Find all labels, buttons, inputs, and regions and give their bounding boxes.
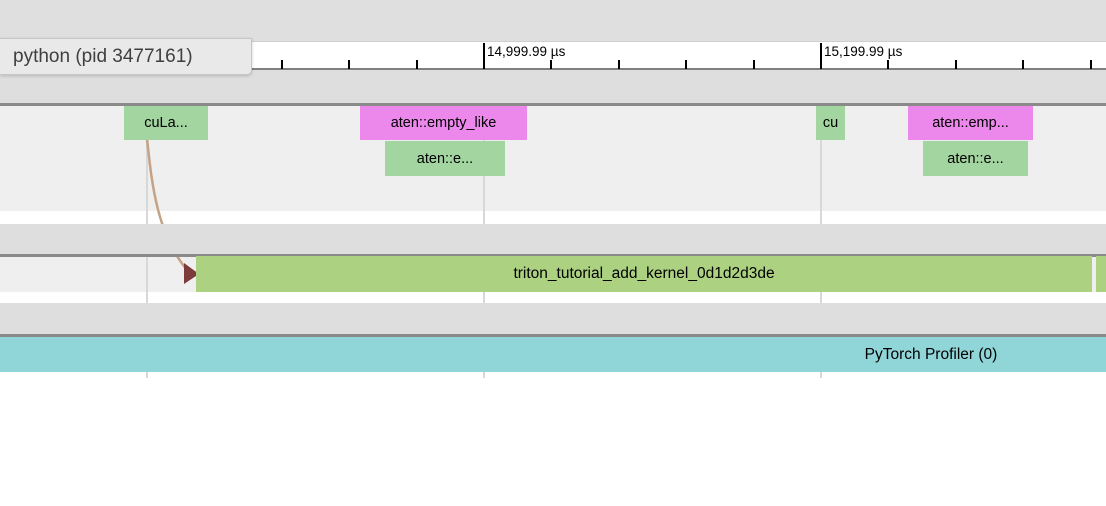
process-tab[interactable]: python (pid 3477161) <box>0 38 252 75</box>
kernel-slice[interactable]: triton_tutorial_add_kernel_0d1d2d3de <box>196 256 1092 292</box>
process-header-band-3[interactable] <box>0 303 1106 337</box>
kernel-slice[interactable] <box>1096 256 1106 292</box>
ruler-major-tick <box>820 43 822 69</box>
ruler-minor-tick <box>416 60 418 69</box>
pytorch-profiler-bar[interactable] <box>0 337 1106 372</box>
top-header-band <box>0 0 1106 42</box>
ruler-major-tick <box>483 43 485 69</box>
trace-slice[interactable]: aten::e... <box>923 141 1028 176</box>
ruler-minor-tick <box>348 60 350 69</box>
ruler-minor-tick <box>618 60 620 69</box>
trace-slice[interactable]: aten::empty_like <box>360 106 527 140</box>
ruler-minor-tick <box>955 60 957 69</box>
ruler-time-label: 15,199.99 µs <box>824 44 903 59</box>
ruler-minor-tick <box>550 60 552 69</box>
ruler-minor-tick <box>753 60 755 69</box>
pytorch-profiler-label: PyTorch Profiler (0) <box>864 345 998 363</box>
trace-slice[interactable]: cu <box>816 106 845 140</box>
ruler-minor-tick <box>281 60 283 69</box>
ruler-minor-tick <box>1090 60 1092 69</box>
ruler-minor-tick <box>685 60 687 69</box>
process-tab-label: python (pid 3477161) <box>13 45 193 67</box>
trace-slice[interactable]: aten::e... <box>385 141 505 176</box>
ruler-minor-tick <box>1022 60 1024 69</box>
ruler-time-label: 14,999.99 µs <box>487 44 566 59</box>
trace-slice[interactable]: cuLa... <box>124 106 208 140</box>
process-header-band-2[interactable] <box>0 224 1106 257</box>
trace-slice[interactable]: aten::emp... <box>908 106 1033 140</box>
ruler-minor-tick <box>887 60 889 69</box>
process-header-band-1[interactable] <box>0 70 1106 106</box>
